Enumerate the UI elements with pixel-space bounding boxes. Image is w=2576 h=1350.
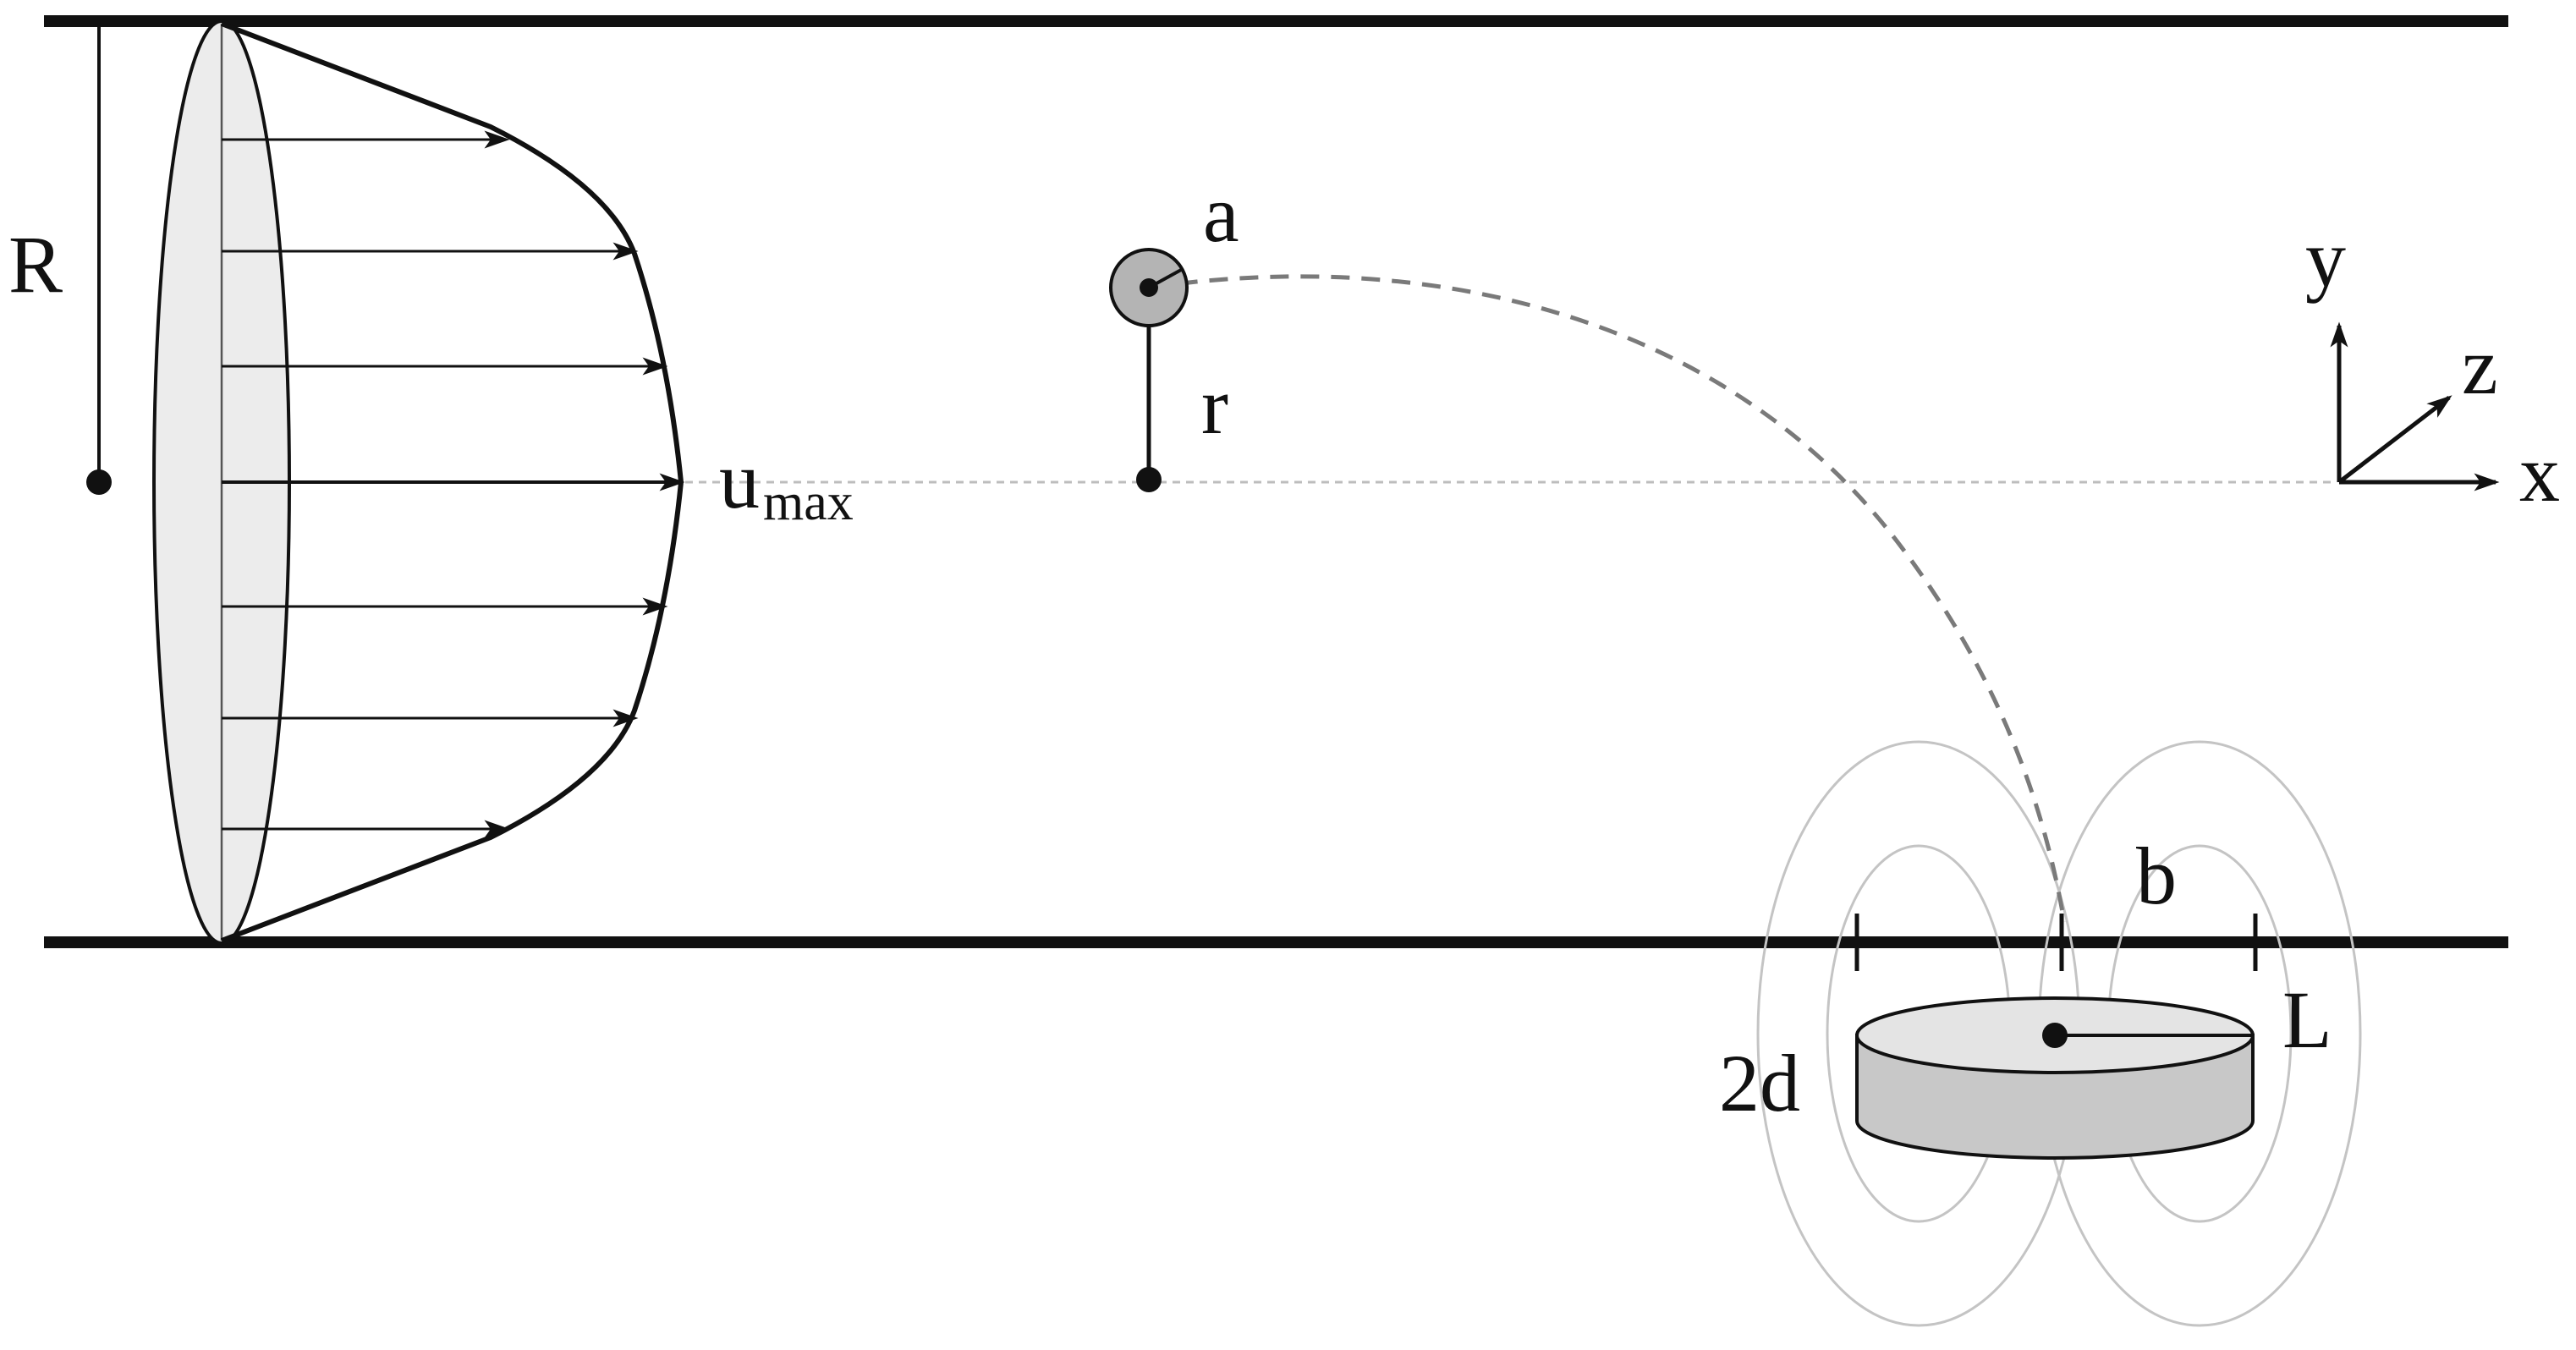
xyz-axes: [2330, 321, 2500, 491]
label-b: b: [2136, 831, 2177, 921]
label-2d: 2d: [1719, 1038, 1800, 1128]
label-axis-z: z: [2462, 321, 2498, 411]
label-r: r: [1201, 360, 1228, 451]
cylinder-magnet: [1855, 996, 2255, 1160]
particle-position-dot: [1136, 467, 1162, 492]
velocity-profile: [220, 21, 685, 943]
radius-indicator: [86, 25, 112, 495]
label-u-max-sub: max: [763, 474, 854, 531]
label-u-max: u max: [719, 435, 854, 531]
label-u-max-main: u: [719, 435, 760, 525]
label-L: L: [2282, 974, 2332, 1065]
label-a: a: [1203, 168, 1239, 259]
label-R: R: [8, 219, 63, 310]
particle-trajectory: [1148, 274, 2067, 923]
magnetic-particle: [1109, 248, 1189, 492]
label-axis-x: x: [2519, 428, 2560, 519]
axis-z-arrow: [2337, 395, 2452, 484]
label-axis-y: y: [2305, 213, 2346, 304]
magnet-center-dot: [2042, 1023, 2068, 1048]
magnet-width-marker: [1854, 914, 2258, 971]
